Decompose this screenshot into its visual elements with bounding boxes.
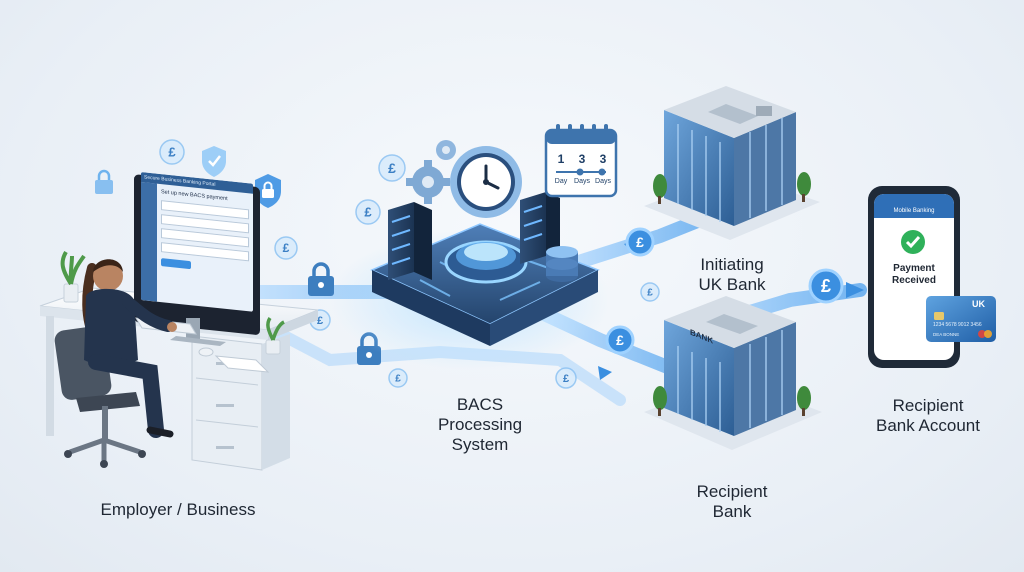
calendar-step-label: Day: [554, 178, 568, 185]
recipient-bank-building: [644, 296, 822, 450]
pound-coin-icon: £: [555, 367, 577, 389]
pound-symbol: £: [283, 241, 290, 255]
tree-icon: [797, 172, 811, 202]
bacs-system-label: BACS Processing System: [437, 395, 523, 454]
recipient-bank-label: Recipient Bank: [696, 482, 768, 521]
tree-icon: [653, 174, 667, 204]
card-country: UK: [972, 299, 985, 309]
pound-coin-icon: £: [274, 236, 298, 260]
initiating-bank-building: [644, 86, 820, 240]
bacs-processing-platform: [330, 140, 610, 370]
pound-coin-icon: £: [378, 154, 406, 182]
calendar-step-number: 1: [557, 152, 565, 166]
pound-symbol: £: [317, 315, 323, 327]
clock-icon: [450, 146, 522, 218]
server-rack: [520, 192, 560, 264]
coin-stack: [546, 246, 578, 282]
pound-symbol: £: [563, 373, 569, 385]
pound-symbol: £: [616, 332, 624, 348]
pound-coin-icon: £: [808, 268, 844, 304]
lock-icon: [95, 169, 113, 194]
card-number: 1234 5678 9012 3456: [933, 322, 982, 328]
tree-icon: [653, 386, 667, 416]
monitor-screen: Secure Business Banking Portal Set up ne…: [141, 172, 253, 312]
card-holder: DEA BONNE: [933, 332, 960, 337]
server-rack: [388, 202, 432, 280]
calendar-step-label: Days: [574, 178, 590, 185]
security-icons: [95, 146, 381, 365]
arrow-to-phone: [846, 282, 864, 298]
submit-payment-button[interactable]: [161, 258, 191, 270]
calendar-icon: [544, 124, 618, 198]
shield-icon: [202, 146, 226, 177]
pound-coin-icon: £: [625, 227, 655, 257]
lock-icon: [308, 262, 334, 296]
pound-symbol: £: [388, 160, 396, 176]
pound-coin-icon: £: [159, 139, 185, 165]
phone-app-title: Mobile Banking: [893, 208, 935, 214]
pound-symbol: £: [647, 287, 653, 298]
calendar-step-number: 3: [578, 152, 586, 166]
calendar-step-number: 3: [599, 152, 607, 166]
pound-symbol: £: [636, 234, 644, 250]
portal-sidebar: [141, 182, 157, 302]
initiating-bank-label: Initiating UK Bank: [698, 255, 766, 294]
pound-coin-icon: £: [388, 368, 408, 388]
calendar-step-label: Days: [595, 178, 611, 185]
calendar-steps: 1 3 3: [551, 152, 613, 166]
gear-icon: [436, 140, 456, 160]
recipient-account-label: Recipient Bank Account: [876, 396, 980, 435]
pound-coin-icon: £: [605, 325, 635, 355]
pound-symbol: £: [821, 276, 831, 296]
payment-status-text: Payment Received: [892, 263, 936, 286]
employer-label: Employer / Business: [100, 500, 256, 519]
pound-coin-icon: £: [355, 199, 381, 225]
bank-card: [926, 296, 996, 342]
gear-icon: [406, 160, 450, 204]
calendar-step-labels: Day Days Days: [551, 178, 613, 185]
pound-symbol: £: [364, 205, 372, 220]
employer-person-figure: [82, 259, 177, 438]
pound-symbol: £: [395, 373, 401, 384]
success-check-icon: [901, 230, 925, 254]
pound-coin-icon: £: [640, 282, 660, 302]
pound-symbol: £: [168, 145, 176, 160]
tree-icon: [797, 386, 811, 416]
flow-bacs-to-initiating: [553, 213, 707, 275]
shield-lock-icon: [255, 174, 281, 208]
arrow-to-recipient: [598, 366, 612, 380]
